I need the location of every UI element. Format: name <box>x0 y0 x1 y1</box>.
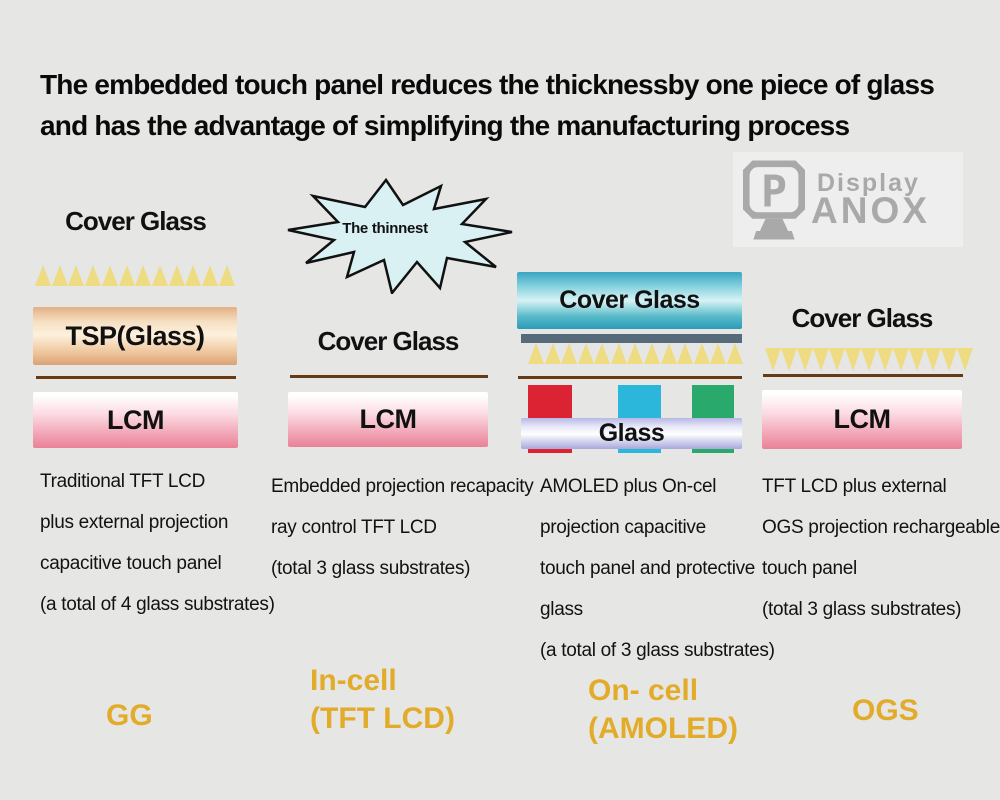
incell-description: Embedded projection recapacity ray contr… <box>271 476 534 599</box>
ogs-sensor-triangles-icon <box>765 348 973 371</box>
ogs-lcm-layer: LCM <box>762 390 962 449</box>
title-line-1: The embedded touch panel reduces the thi… <box>40 69 935 100</box>
oncell-sensor-triangles-icon <box>528 343 743 364</box>
ogs-cover-glass-label: Cover Glass <box>791 303 934 333</box>
incell-description-line: (total 3 glass substrates) <box>271 558 471 579</box>
oncell-description-line: AMOLED plus On-cel <box>540 476 717 497</box>
incell-type-label: In-cell (TFT LCD) <box>310 662 455 738</box>
logo-text-display: Display <box>817 168 920 197</box>
incell-cover-glass-label: Cover Glass <box>317 326 460 356</box>
oncell-description-line: (a total of 3 glass substrates) <box>540 640 775 661</box>
thinnest-badge-text: The thinnest <box>342 220 428 237</box>
oncell-description: AMOLED plus On-cel projection capacitive… <box>540 476 775 681</box>
gg-description-line: Traditional TFT LCD <box>40 471 206 492</box>
ogs-description-line: (total 3 glass substrates) <box>762 599 962 620</box>
incell-description-line: ray control TFT LCD <box>271 517 437 538</box>
logo-monogram: P <box>761 167 787 217</box>
logo-text-anox: ANOX <box>811 189 930 231</box>
incell-type-line-1: In-cell <box>310 664 397 697</box>
brand-logo: P Display ANOX <box>733 152 963 247</box>
oncell-adhesive-bar <box>521 334 742 343</box>
oncell-cover-glass-layer: Cover Glass <box>517 272 742 329</box>
gg-description-line: plus external projection <box>40 512 229 533</box>
gg-description-line: capacitive touch panel <box>40 553 222 574</box>
gg-lcm-layer: LCM <box>33 392 238 448</box>
gg-description-line: (a total of 4 glass substrates) <box>40 594 275 615</box>
oncell-type-label: On- cell (AMOLED) <box>588 672 738 748</box>
page-title: The embedded touch panel reduces the thi… <box>40 64 970 146</box>
oncell-description-line: touch panel and protective <box>540 558 756 579</box>
oncell-glass-layer: Glass <box>521 418 742 449</box>
gg-description: Traditional TFT LCD plus external projec… <box>40 471 275 635</box>
gg-sensor-triangles-icon <box>35 265 235 286</box>
oncell-description-line: projection capacitive <box>540 517 706 538</box>
ogs-description-line: TFT LCD plus external <box>762 476 947 497</box>
ogs-description: TFT LCD plus external OGS projection rec… <box>762 476 1000 640</box>
title-line-2: and has the advantage of simplifying the… <box>40 110 850 141</box>
oncell-type-line-2: (AMOLED) <box>588 712 738 745</box>
gg-cover-glass-label: Cover Glass <box>65 206 207 236</box>
incell-type-line-2: (TFT LCD) <box>310 702 455 735</box>
oncell-description-line: glass <box>540 599 583 620</box>
ogs-type-label: OGS <box>852 694 919 727</box>
incell-divider-line <box>290 375 488 378</box>
oncell-divider-line <box>518 376 742 379</box>
oncell-type-line-1: On- cell <box>588 674 699 707</box>
ogs-description-line: touch panel <box>762 558 857 579</box>
thinnest-starburst-icon <box>287 177 513 294</box>
logo-wordmark: Display ANOX <box>811 168 930 231</box>
incell-lcm-layer: LCM <box>288 392 488 447</box>
gg-divider-line <box>36 376 236 379</box>
display-monitor-icon: P <box>743 160 805 239</box>
ogs-divider-line <box>763 374 963 377</box>
ogs-description-line: OGS projection rechargeable <box>762 517 1000 538</box>
incell-description-line: Embedded projection recapacity <box>271 476 534 497</box>
gg-type-label: GG <box>106 699 153 732</box>
gg-tsp-glass-layer: TSP(Glass) <box>33 307 237 365</box>
